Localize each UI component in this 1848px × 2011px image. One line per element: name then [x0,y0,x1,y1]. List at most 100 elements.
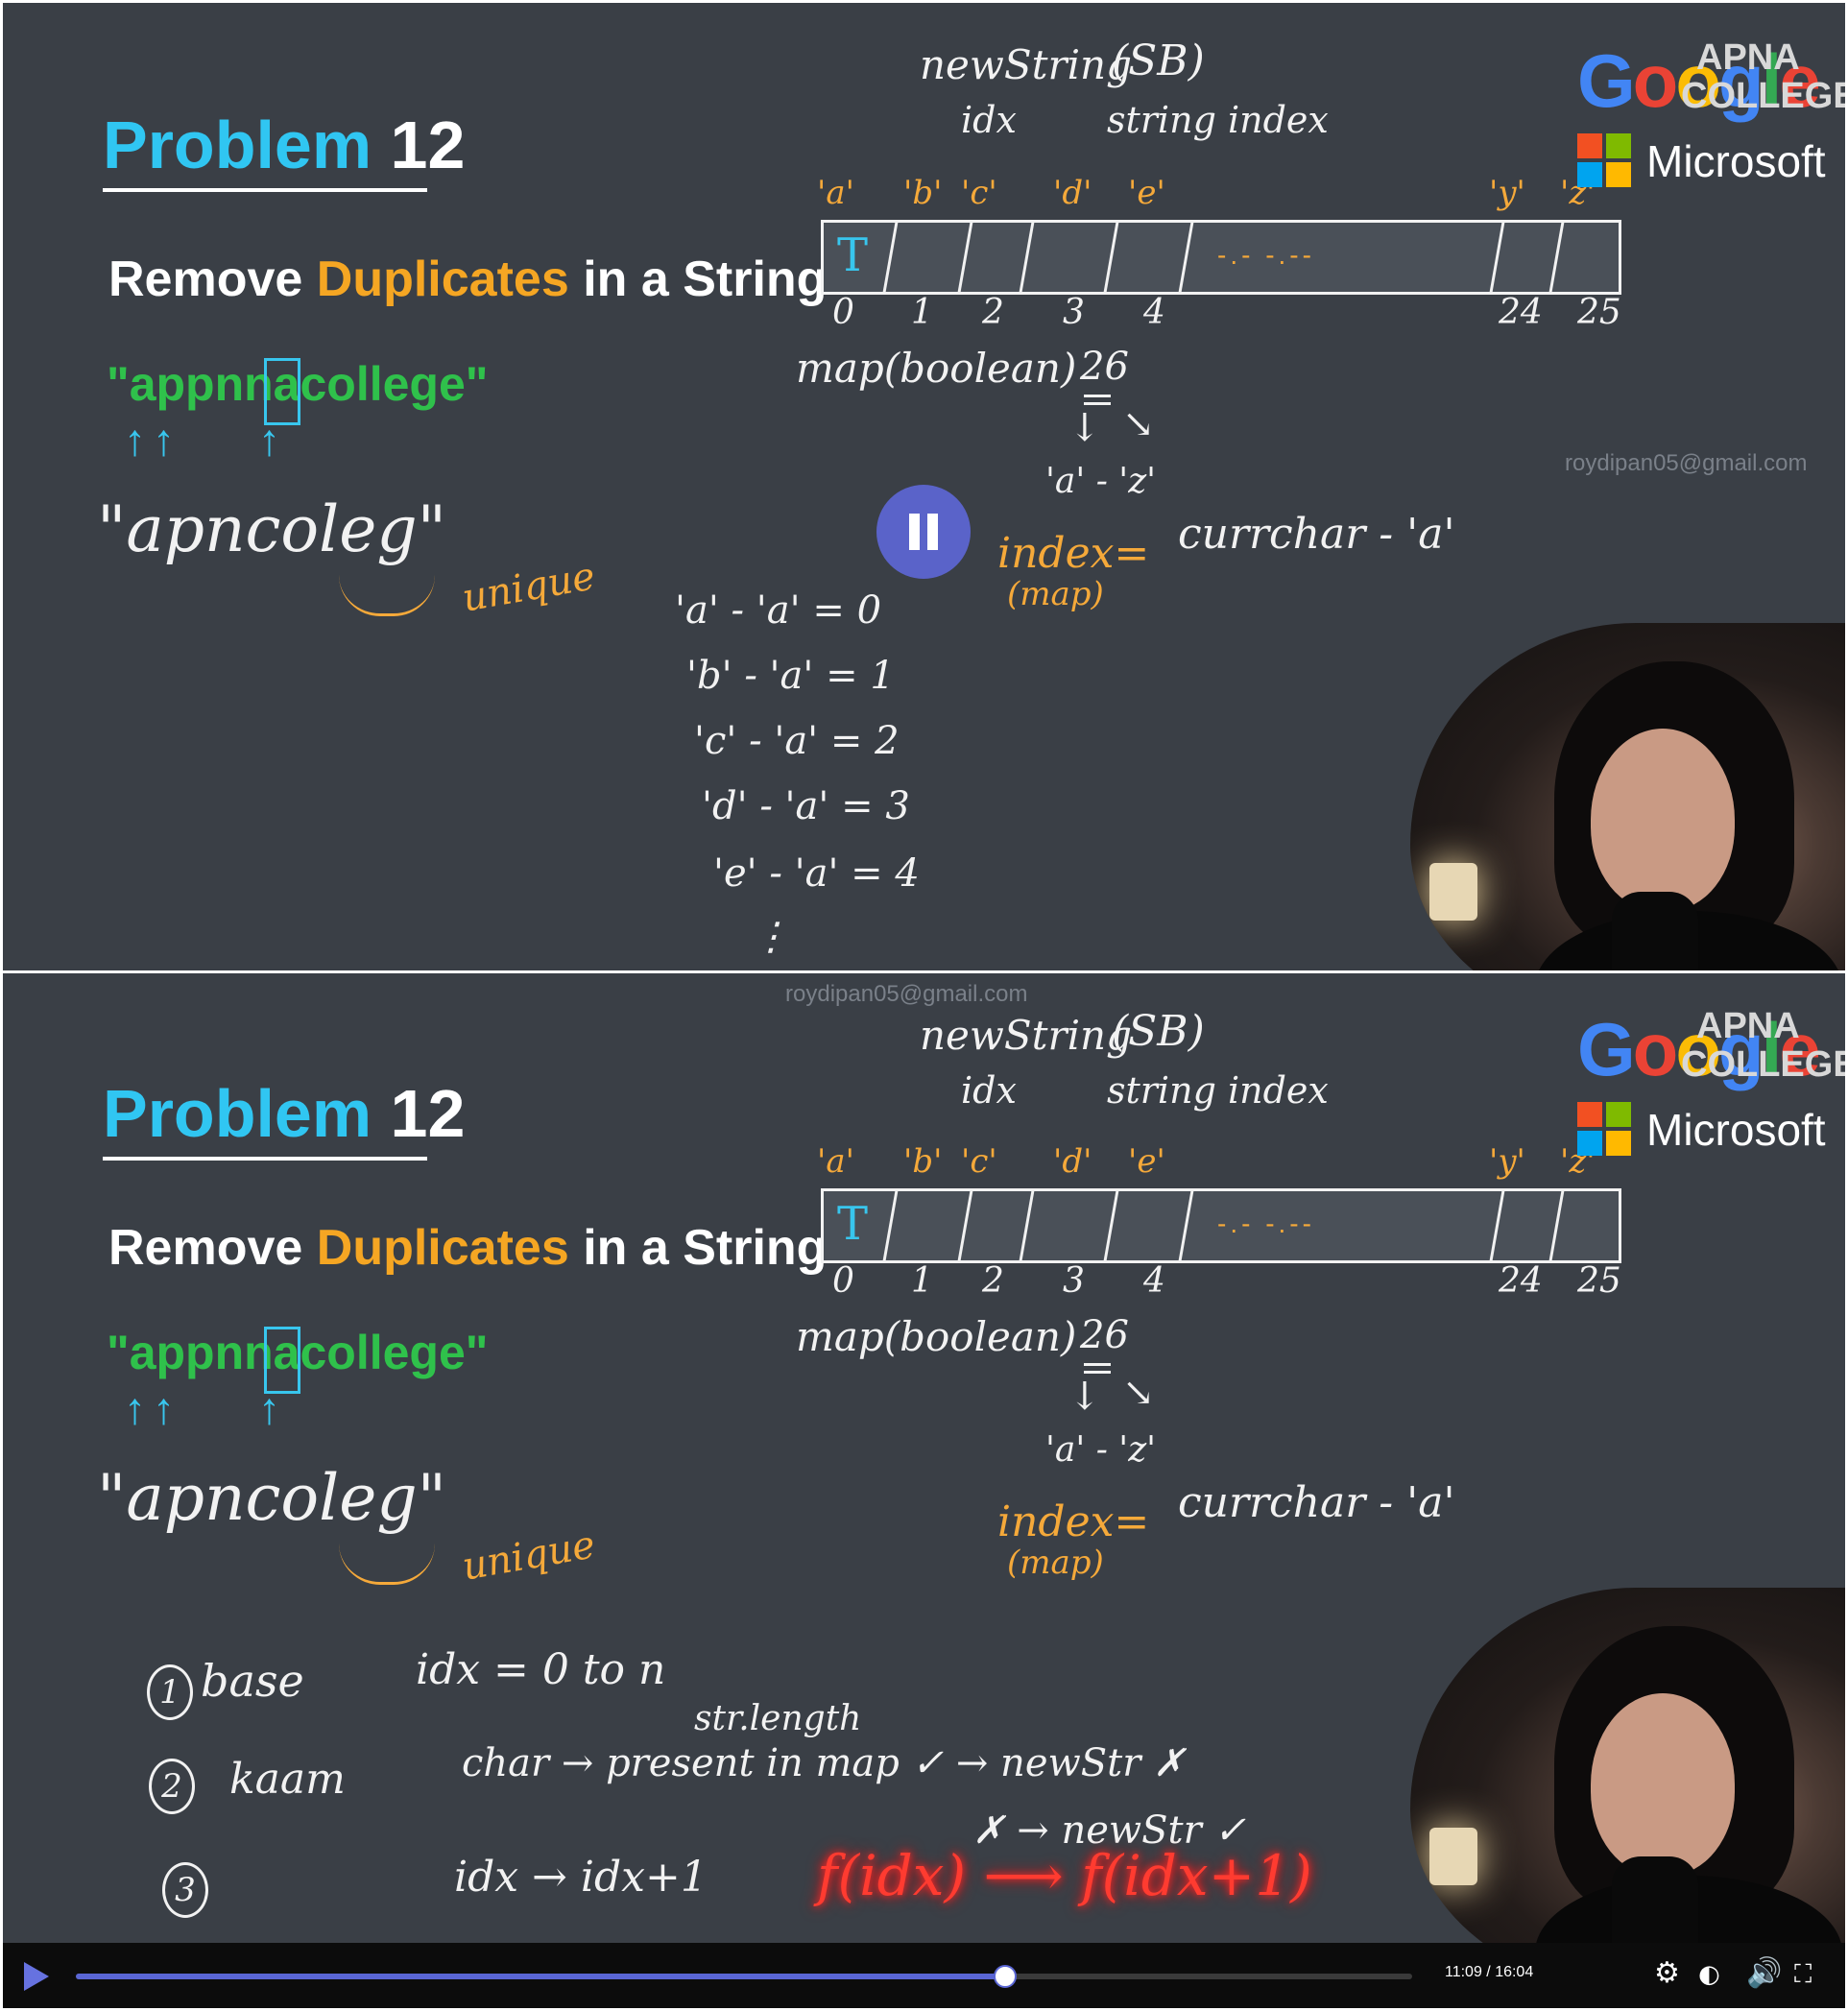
range-label: 'a' - 'z' [1045,1430,1157,1470]
newstring-label: newString [920,1012,1132,1059]
index-row: 0 1 2 3 4 24 25 [832,293,1629,341]
play-icon[interactable] [24,1962,49,1991]
letter-label: 'c' [961,1142,997,1181]
letter-label: 'y' [1489,174,1525,212]
map-array: T -.- -.-- [821,1188,1621,1263]
pause-button[interactable] [876,485,971,579]
input-string: "appnnacollege" [107,1326,489,1379]
watermark: roydipan05@gmail.com [1565,450,1808,476]
idx-label: idx [961,1069,1017,1112]
step-number: 2 [149,1759,195,1814]
index-label: 3 [1063,293,1085,332]
index-label: 1 [911,1261,933,1301]
index-label: 24 [1499,293,1543,332]
recursion-call: f(idx) ⟶ f(idx+1) [817,1843,1312,1908]
letter-row: 'a' 'b' 'c' 'd' 'e' 'y' 'z' [817,174,1614,222]
highlight-box [264,1327,300,1394]
map-size: 26 [1080,1313,1129,1357]
google-logo: Google [1577,1007,1821,1091]
range-label: 'a' - 'z' [1045,462,1157,501]
char-rule-alt: ✗ → newStr ✓ [972,1808,1246,1853]
index-label: 4 [1143,293,1165,332]
letter-label: 'y' [1489,1142,1525,1181]
equals-mark [1084,1363,1111,1366]
calc-line: 'b' - 'a' = 1 [686,654,895,698]
title-underline [103,1157,427,1161]
letter-label: 'b' [903,1142,943,1181]
toggle-icon[interactable]: ◐ [1698,1960,1720,1989]
newstring-label: newString [920,41,1132,88]
apna-logo-text: APNA [1696,1006,1800,1046]
webcam-overlay [1410,1588,1845,1943]
cell-value: T [837,228,869,282]
brand-logos: Google APNA COLLEGE Microsoft [1577,37,1845,201]
idx-rule: idx → idx+1 [454,1853,708,1902]
calc-line: 'e' - 'a' = 4 [713,851,920,896]
microsoft-logo-text: Microsoft [1646,136,1826,186]
diagonal-arrow-icon: ↘ [1122,402,1155,446]
letter-label: 'b' [903,174,943,212]
letter-label: 'a' [817,174,854,212]
index-formula-label: index= [997,529,1150,578]
down-arrow-icon: ↓ [1068,1375,1101,1419]
progress-handle[interactable] [994,1965,1018,1988]
microsoft-logo-text: Microsoft [1646,1105,1826,1155]
index-label: 25 [1577,293,1621,332]
letter-row: 'a' 'b' 'c' 'd' 'e' 'y' 'z' [817,1142,1614,1190]
college-logo-text: COLLEGE [1681,76,1845,116]
ellipsis: -.- -.-- [1217,240,1315,270]
brand-logos: Google APNA COLLEGE Microsoft [1577,1006,1845,1169]
index-label: 0 [832,293,854,332]
index-row: 0 1 2 3 4 24 25 [832,1261,1629,1309]
str-length-note: str.length [694,1699,862,1738]
more-mark: ⋮ [752,915,790,959]
watermark: roydipan05@gmail.com [785,981,1028,1007]
step-number: 1 [147,1664,193,1720]
time-display: 11:09 / 16:04 [1445,1964,1534,1980]
index-formula-label: index= [997,1497,1150,1546]
letter-label: 'd' [1053,1142,1092,1181]
video-frame-1[interactable]: Problem 12 Remove Duplicates in a String… [3,3,1845,970]
unique-brace [339,575,435,616]
cell-value: T [837,1197,869,1251]
google-logo: Google [1577,38,1821,123]
up-arrow-icon: ↑ [153,1383,175,1433]
up-arrow-icon: ↑ [153,415,175,465]
input-string: "appnnacollege" [107,357,489,411]
letter-label: 'd' [1053,174,1092,212]
step-number: 3 [162,1862,208,1918]
college-logo-text: COLLEGE [1681,1044,1845,1085]
problem-title: Problem 12 [103,108,466,182]
equals-mark [1084,395,1111,397]
index-label: 3 [1063,1261,1085,1301]
microsoft-logo-icon [1577,133,1631,187]
unique-label: unique [459,554,599,621]
up-arrow-icon: ↑ [258,1383,280,1433]
webcam-overlay [1410,623,1845,970]
volume-icon[interactable]: 🔊 [1746,1956,1783,1990]
gear-icon[interactable]: ⚙ [1654,1956,1680,1990]
letter-label: 'c' [961,174,997,212]
string-index-label: string index [1107,99,1329,141]
progress-fill [76,1974,1004,1979]
index-label: 4 [1143,1261,1165,1301]
pause-icon [909,514,920,550]
map-note: (map) [1007,575,1104,613]
down-arrow-icon: ↓ [1068,406,1101,450]
idx-label: idx [961,99,1017,141]
index-label: 0 [832,1261,854,1301]
index-label: 24 [1499,1261,1543,1301]
calc-line: 'a' - 'a' = 0 [675,588,882,633]
calc-line: 'd' - 'a' = 3 [702,784,910,828]
map-label: map(boolean) [796,1313,1077,1360]
up-arrow-icon: ↑ [124,1383,146,1433]
index-label: 25 [1577,1261,1621,1301]
map-array: T -.- -.-- [821,220,1621,295]
map-label: map(boolean) [796,345,1077,392]
video-frame-2[interactable]: Problem 12 Remove Duplicates in a String… [3,973,1845,1943]
letter-label: 'e' [1128,174,1165,212]
microsoft-logo-icon [1577,1102,1631,1156]
problem-subtitle: Remove Duplicates in a String [108,251,828,307]
progress-bar[interactable] [76,1965,1412,1988]
fullscreen-icon[interactable]: ⛶ [1794,1960,1812,1989]
